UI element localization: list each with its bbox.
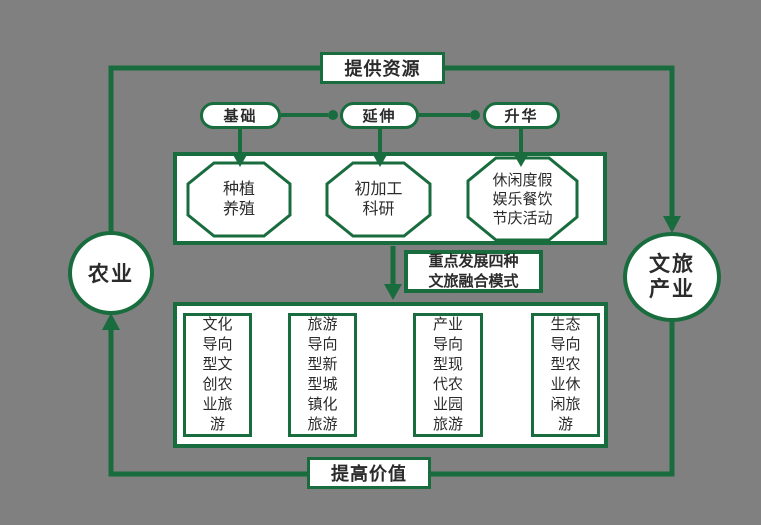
stage-sublimate-text: 升华 bbox=[504, 108, 539, 125]
stage-extend-text: 延伸 bbox=[362, 108, 397, 125]
fusion-modes-title-text: 重点发展四种 文旅融合模式 bbox=[428, 252, 519, 290]
arrow-down-into-tourism-icon bbox=[663, 216, 681, 233]
mode-culture-oriented: 文化 导向 型文 创农 业旅 游 bbox=[183, 313, 252, 437]
mode-tourism-oriented: 旅游 导向 型新 型城 镇化 旅游 bbox=[288, 313, 357, 437]
stage-sublimate-pill: 升华 bbox=[483, 102, 560, 129]
tourism-industry-text: 文旅 产业 bbox=[649, 252, 695, 301]
tourism-industry-node: 文旅 产业 bbox=[623, 232, 721, 322]
arrow-down-sublimate-icon bbox=[513, 153, 529, 167]
provide-resources-label: 提供资源 bbox=[320, 52, 445, 84]
mode-industry-oriented-text: 产业 导向 型现 代农 业园 旅游 bbox=[432, 316, 463, 433]
provide-resources-text: 提供资源 bbox=[344, 59, 421, 79]
planting-octagon-shape bbox=[186, 161, 292, 238]
arrow-down-modes-icon bbox=[384, 284, 402, 300]
arrow-down-base-icon bbox=[232, 153, 248, 167]
leisure-activities-octagon: 休闲度假 娱乐餐饮 节庆活动 bbox=[492, 171, 553, 227]
stage-extend-pill: 延伸 bbox=[340, 102, 419, 129]
agriculture-node: 农业 bbox=[68, 231, 154, 315]
planting-breeding-octagon: 种植 养殖 bbox=[222, 180, 255, 218]
mode-culture-oriented-text: 文化 导向 型文 创农 业旅 游 bbox=[202, 316, 233, 433]
sublimate-dot-icon bbox=[470, 110, 480, 120]
stage-base-pill: 基础 bbox=[200, 102, 281, 129]
agriculture-text: 农业 bbox=[88, 263, 134, 286]
stage-base-text: 基础 bbox=[223, 108, 258, 125]
fusion-modes-title: 重点发展四种 文旅融合模式 bbox=[404, 250, 543, 293]
processing-octagon-shape bbox=[325, 161, 432, 238]
mode-industry-oriented: 产业 导向 型现 代农 业园 旅游 bbox=[413, 313, 483, 437]
improve-value-label: 提高价值 bbox=[307, 457, 431, 489]
improve-value-text: 提高价值 bbox=[331, 464, 407, 484]
mode-ecology-oriented: 生态 导向 型农 业休 闲旅 游 bbox=[531, 313, 600, 437]
mode-tourism-oriented-text: 旅游 导向 型新 型城 镇化 旅游 bbox=[307, 316, 338, 433]
processing-research-octagon: 初加工 科研 bbox=[354, 180, 403, 218]
leisure-octagon-shape bbox=[466, 156, 579, 242]
arrow-up-into-agriculture-icon bbox=[102, 313, 120, 330]
arrow-down-extend-icon bbox=[372, 153, 388, 167]
extend-dot-icon bbox=[328, 110, 338, 120]
mode-ecology-oriented-text: 生态 导向 型农 业休 闲旅 游 bbox=[550, 316, 581, 433]
